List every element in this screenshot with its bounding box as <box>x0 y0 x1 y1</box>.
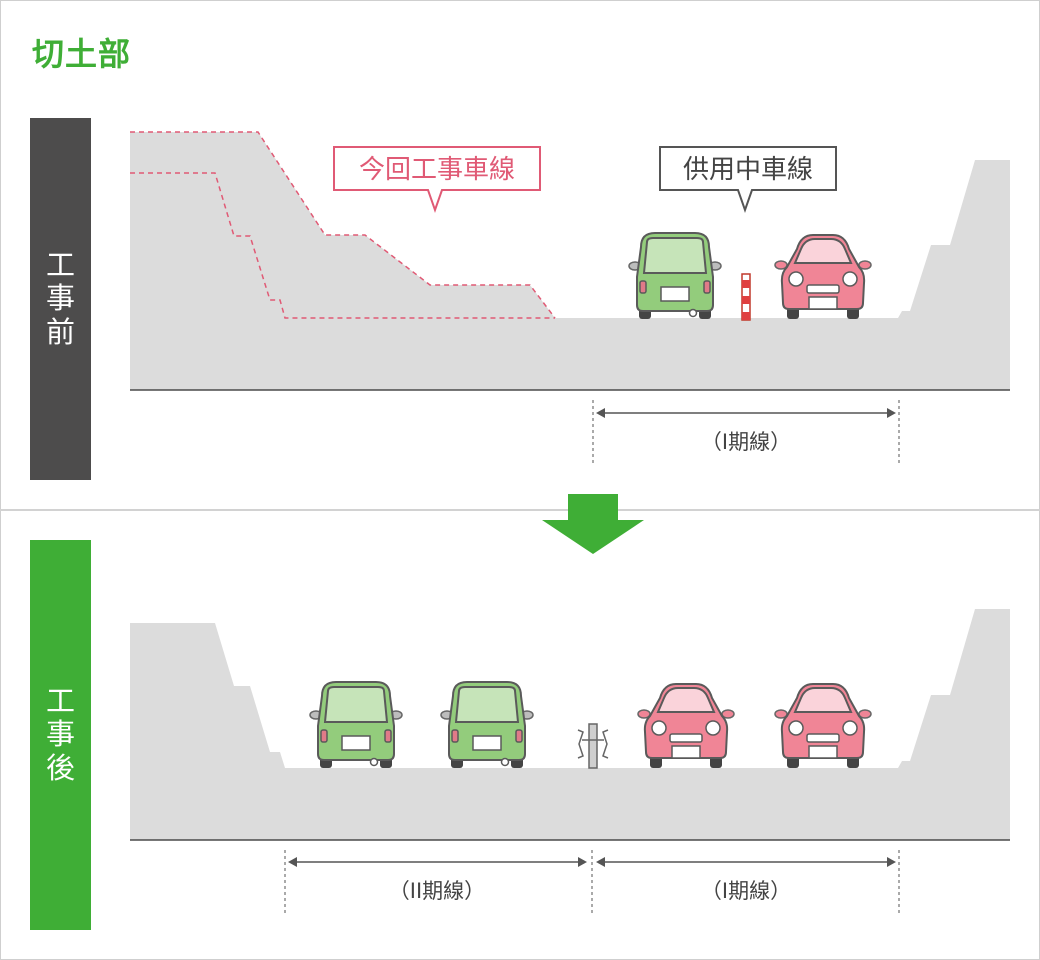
dimension-label: （II期線） <box>389 879 485 903</box>
car-front-icon <box>637 683 735 769</box>
callout-construction-line: 今回工事車線 <box>333 146 541 214</box>
stage-label-char: 工 <box>45 683 75 718</box>
delineator-post-icon <box>741 273 751 321</box>
dimension-label: （I期線） <box>701 430 791 454</box>
dimension-phase1-before: （I期線） <box>592 400 900 465</box>
car-rear-icon <box>440 681 534 769</box>
stage-label-after: 工 事 後 <box>30 540 91 930</box>
stage-label-char: 事 <box>45 281 75 316</box>
ground-before <box>130 132 1010 390</box>
stage-label-char: 事 <box>45 717 75 752</box>
ground-after <box>130 609 1010 840</box>
stage-label-char: 後 <box>45 750 75 785</box>
stage-label-char: 前 <box>45 314 75 349</box>
stage-label-before: 工 事 前 <box>30 118 91 480</box>
car-front-icon <box>774 683 872 769</box>
car-rear-icon <box>628 232 722 320</box>
cut-line-upper <box>130 131 556 319</box>
stage-label-char: 工 <box>45 247 75 282</box>
cut-line-lower <box>130 172 555 319</box>
car-rear-icon <box>309 681 403 769</box>
dimension-label: （I期線） <box>701 879 791 903</box>
callout-text: 供用中車線 <box>683 155 813 185</box>
callout-text: 今回工事車線 <box>359 155 515 185</box>
callout-in-service-line: 供用中車線 <box>659 146 837 214</box>
section-divider <box>0 509 1040 511</box>
down-arrow-icon <box>542 494 644 554</box>
dimension-phase2-after: （II期線） <box>284 850 587 915</box>
car-front-icon <box>774 234 872 320</box>
dimension-phase1-after: （I期線） <box>591 850 900 915</box>
page-title: 切土部 <box>32 35 132 73</box>
median-barrier-icon <box>577 723 609 769</box>
